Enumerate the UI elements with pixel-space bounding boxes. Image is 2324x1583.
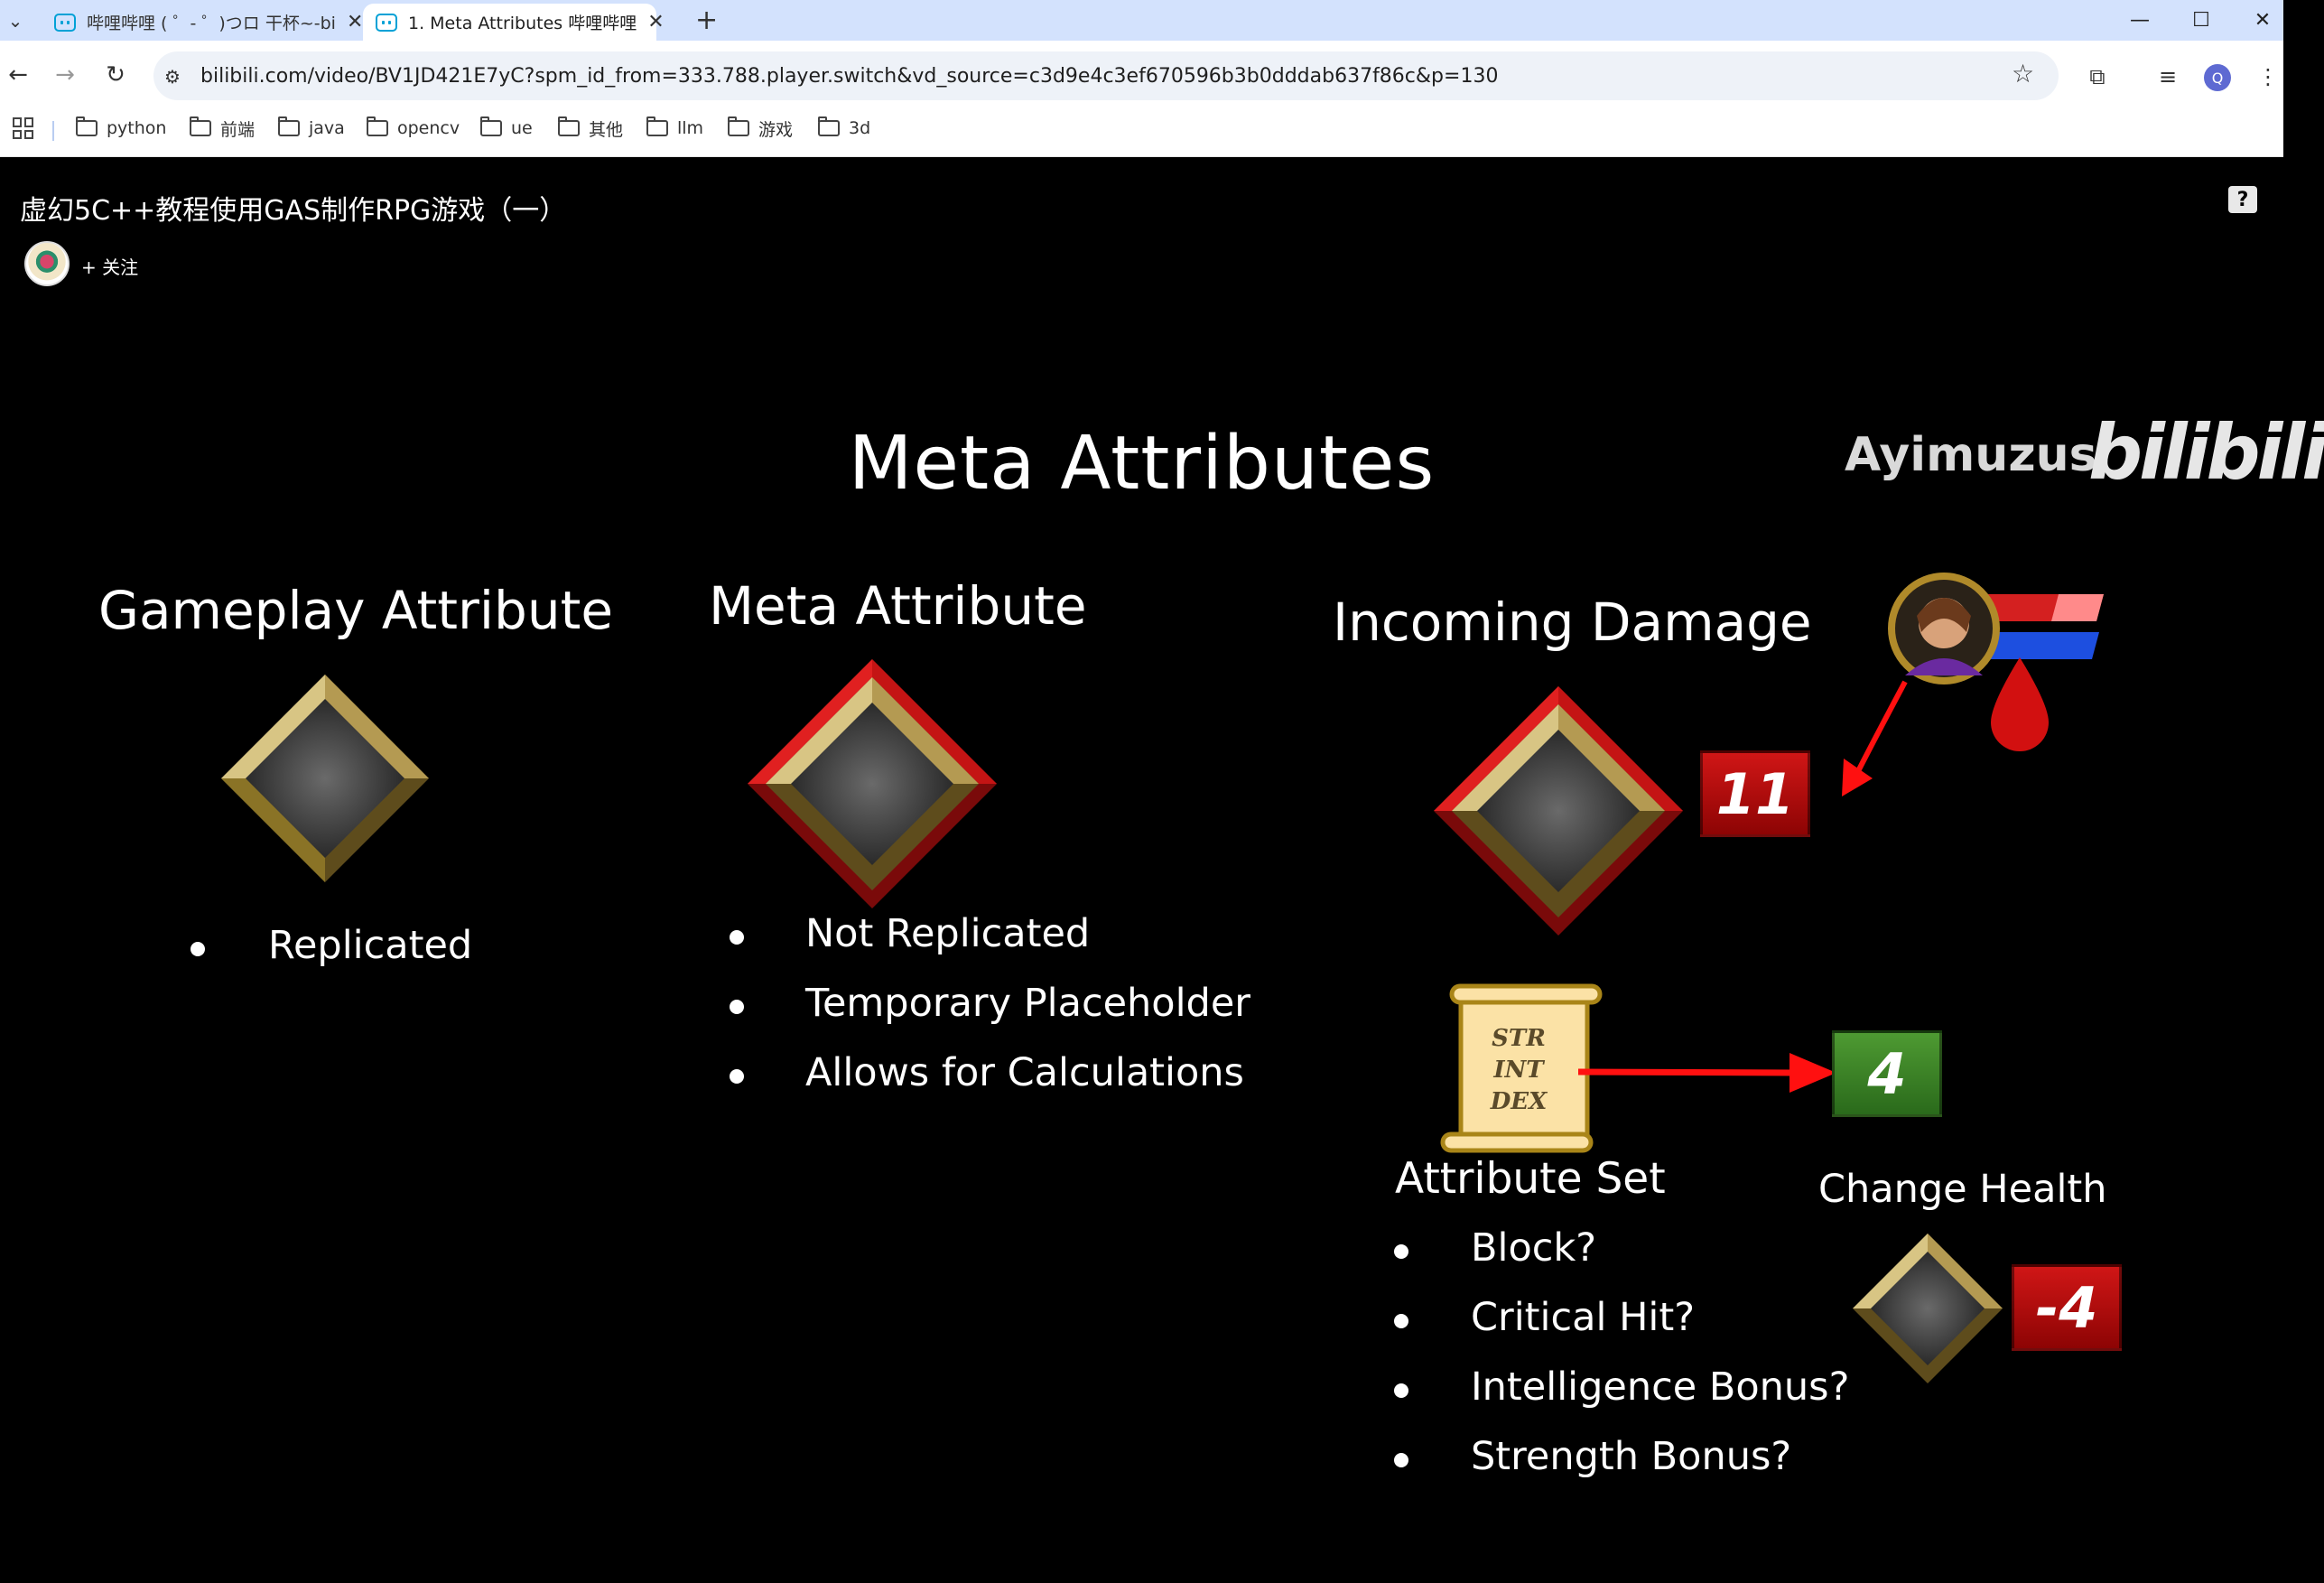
bookmark-label: 3d: [849, 118, 871, 138]
maximize-button[interactable]: ☐: [2192, 9, 2210, 32]
tab-close-icon[interactable]: ✕: [647, 11, 665, 33]
tab-search-chevron-icon[interactable]: ⌄: [7, 9, 23, 32]
back-icon[interactable]: ←: [8, 61, 28, 88]
scroll-line-int: INT: [1492, 1057, 1545, 1084]
tab-strip: ⌄ 哔哩哔哩 ( ゜- ゜)つロ 干杯~-bi ✕ 1. Meta Attrib…: [0, 0, 2283, 41]
bookmark-folder-frontend[interactable]: 前端: [190, 116, 255, 141]
bookmark-label: 游戏: [758, 119, 794, 140]
tab-title: 哔哩哔哩 ( ゜- ゜)つロ 干杯~-bi: [87, 14, 336, 33]
new-tab-button[interactable]: +: [695, 5, 719, 36]
bookmark-folder-games[interactable]: 游戏: [728, 116, 793, 141]
bullet-text: Replicated: [268, 923, 473, 968]
folder-icon: [646, 116, 668, 136]
bookmark-folder-llm[interactable]: llm: [646, 116, 703, 141]
close-window-button[interactable]: ✕: [2254, 9, 2272, 32]
incoming-damage-value-badge: 11: [1700, 750, 1810, 837]
incoming-damage-heading: Incoming Damage: [1333, 591, 1812, 653]
extensions-icon[interactable]: ⧉: [2089, 64, 2106, 89]
bookmarks-divider: [52, 121, 54, 141]
bookmark-label: java: [309, 118, 345, 138]
bullet-text: Block?: [1471, 1225, 1597, 1271]
bookmark-star-icon[interactable]: ☆: [2012, 59, 2035, 88]
gameplay-attribute-gem-icon: [221, 675, 429, 882]
bookmark-folder-java[interactable]: java: [278, 116, 345, 141]
attribute-set-scroll-icon: STR INT DEX: [1440, 983, 1603, 1153]
video-title: 虚幻5C++教程使用GAS制作RPG游戏（一）: [20, 195, 567, 227]
scroll-line-str: STR: [1492, 1025, 1546, 1052]
tab-meta-attributes[interactable]: 1. Meta Attributes 哔哩哔哩 ✕: [363, 4, 665, 41]
bullet-text: Intelligence Bonus?: [1471, 1364, 1850, 1410]
change-health-value-badge: -4: [2012, 1264, 2122, 1351]
address-bar[interactable]: [153, 51, 2059, 100]
bookmark-label: llm: [677, 118, 704, 138]
gameplay-attribute-heading: Gameplay Attribute: [98, 580, 614, 641]
url-text[interactable]: bilibili.com/video/BV1JD421E7yC?spm_id_f…: [200, 65, 1499, 88]
folder-icon: [558, 116, 580, 136]
bookmark-folder-python[interactable]: python: [76, 116, 166, 141]
meta-attribute-heading: Meta Attribute: [709, 575, 1087, 637]
profile-avatar[interactable]: Q: [2204, 64, 2231, 91]
bookmark-label: opencv: [397, 118, 460, 138]
minimize-button[interactable]: —: [2130, 9, 2150, 32]
slide-title: Meta Attributes: [848, 421, 1436, 507]
menu-kebab-icon[interactable]: ⋮: [2257, 64, 2279, 89]
character-health-hud-icon: [1842, 573, 2104, 796]
bookmark-folder-ue[interactable]: ue: [480, 116, 533, 141]
bookmark-folder-opencv[interactable]: opencv: [367, 116, 460, 141]
folder-icon: [190, 116, 211, 136]
bullet-text: Not Replicated: [805, 911, 1091, 956]
tab-bilibili-home[interactable]: 哔哩哔哩 ( ゜- ゜)つロ 干杯~-bi ✕: [42, 4, 363, 41]
change-health-gem-icon: [1853, 1234, 2003, 1383]
bullet-text: Allows for Calculations: [805, 1050, 1244, 1095]
meta-attribute-gem-icon: [748, 659, 997, 908]
uploader-avatar[interactable]: [24, 241, 70, 286]
bilibili-favicon-icon: [54, 13, 76, 32]
bullet-text: Critical Hit?: [1471, 1295, 1696, 1340]
bookmark-label: ue: [511, 118, 533, 138]
folder-icon: [278, 116, 300, 136]
scroll-line-dex: DEX: [1490, 1088, 1548, 1115]
navigation-bar: ← → ↻ ⚙ bilibili.com/video/BV1JD421E7yC?…: [0, 41, 2283, 113]
folder-icon: [818, 116, 840, 136]
bilibili-favicon-icon: [376, 13, 397, 32]
site-info-icon[interactable]: ⚙: [164, 66, 181, 88]
change-health-heading: Change Health: [1818, 1167, 2107, 1212]
folder-icon: [480, 116, 502, 136]
bullet-text: Strength Bonus?: [1471, 1434, 1792, 1479]
reload-icon[interactable]: ↻: [106, 61, 125, 88]
folder-icon: [76, 116, 98, 136]
incoming-damage-gem-icon: [1434, 686, 1683, 936]
arrow-right-icon: [1577, 1053, 1836, 1093]
tab-close-icon[interactable]: ✕: [346, 11, 364, 33]
bilibili-logo: bilibili: [2088, 408, 2324, 497]
tab-title: 1. Meta Attributes 哔哩哔哩: [408, 14, 637, 33]
attribute-set-heading: Attribute Set: [1395, 1154, 1666, 1204]
media-control-icon[interactable]: ≡: [2158, 64, 2178, 89]
follow-button[interactable]: + 关注: [81, 256, 139, 278]
folder-icon: [728, 116, 749, 136]
folder-icon: [367, 116, 388, 136]
forward-icon[interactable]: →: [55, 61, 75, 88]
bookmark-folder-3d[interactable]: 3d: [818, 116, 870, 141]
bookmark-label: python: [107, 118, 167, 138]
bookmark-folder-other[interactable]: 其他: [558, 116, 623, 141]
watermark-text: Ayimuzus: [1845, 428, 2097, 482]
bookmark-label: 前端: [220, 119, 256, 140]
help-icon[interactable]: ?: [2228, 186, 2257, 213]
bookmark-label: 其他: [589, 119, 624, 140]
apps-grid-icon[interactable]: [13, 117, 34, 139]
bullet-text: Temporary Placeholder: [805, 981, 1250, 1026]
attribute-set-result-badge: 4: [1832, 1030, 1942, 1117]
